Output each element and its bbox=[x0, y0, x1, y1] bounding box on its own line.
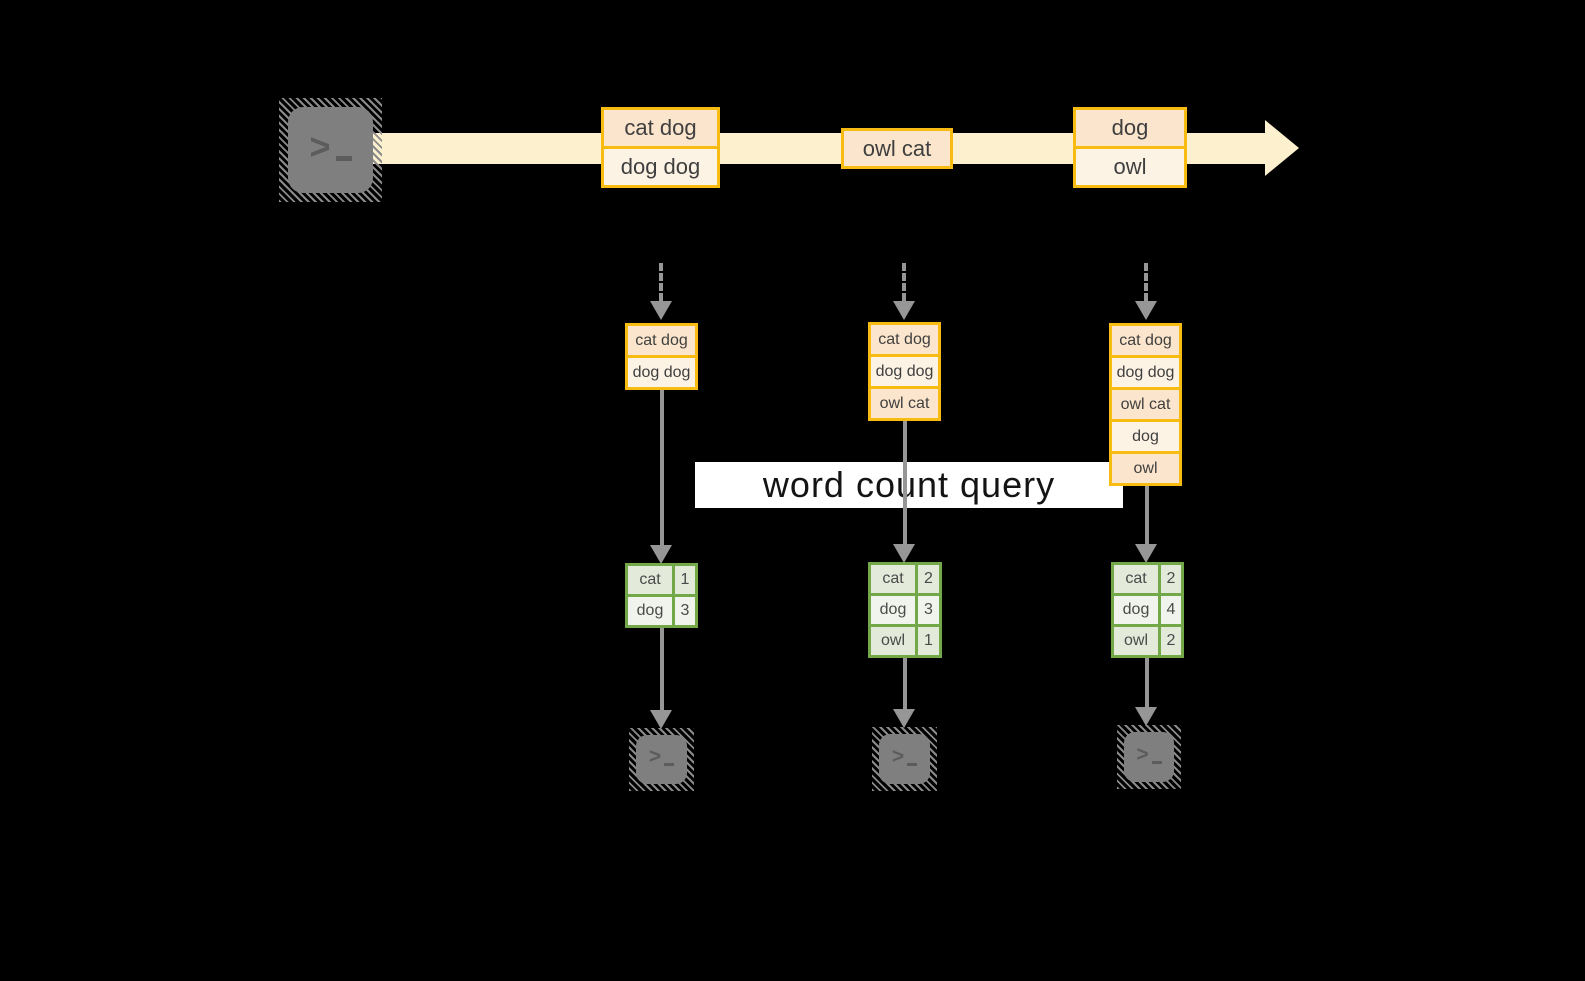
flow-arrow-line bbox=[902, 658, 907, 709]
count-cell: 2 bbox=[1161, 627, 1181, 655]
record-cell: owl bbox=[1076, 149, 1184, 185]
count-table-3: cat 2 dog 4 owl 2 bbox=[1111, 562, 1184, 658]
terminal-prompt-icon: > bbox=[636, 735, 687, 784]
stream-record-box-3: dog owl bbox=[1073, 107, 1187, 188]
sink-terminal-icon-2: > bbox=[872, 727, 937, 791]
word-cell: dog bbox=[1114, 596, 1158, 624]
source-terminal-icon: > bbox=[279, 98, 382, 202]
count-cell: 3 bbox=[675, 597, 695, 625]
dashed-arrow-head-icon bbox=[650, 301, 672, 320]
buffer-cell: cat dog bbox=[871, 325, 938, 354]
buffer-cell: dog dog bbox=[1112, 358, 1179, 387]
word-cell: dog bbox=[871, 596, 915, 624]
count-cell: 1 bbox=[675, 566, 695, 594]
buffer-cell: owl bbox=[1112, 454, 1179, 483]
flow-arrow-head-icon bbox=[650, 710, 672, 729]
record-cell: owl cat bbox=[844, 131, 950, 166]
buffer-cell: dog bbox=[1112, 422, 1179, 451]
prompt-underscore-icon bbox=[335, 155, 352, 161]
buffer-cell: cat dog bbox=[628, 326, 695, 355]
buffer-cell: dog dog bbox=[628, 358, 695, 387]
prompt-underscore-icon bbox=[664, 763, 675, 766]
flow-arrow-head-icon bbox=[1135, 544, 1157, 563]
dashed-arrow-line bbox=[659, 263, 663, 301]
buffer-cell: dog dog bbox=[871, 357, 938, 386]
query-banner-label: word count query bbox=[762, 464, 1056, 505]
count-cell: 4 bbox=[1161, 596, 1181, 624]
stream-record-box-2: owl cat bbox=[841, 128, 953, 169]
prompt-chevron-icon: > bbox=[309, 126, 331, 167]
buffer-stack-2: cat dog dog dog owl cat bbox=[868, 322, 941, 421]
table-row: dog 4 bbox=[1114, 596, 1181, 624]
count-table-1: cat 1 dog 3 bbox=[625, 563, 698, 628]
table-row: cat 1 bbox=[628, 566, 695, 594]
word-cell: dog bbox=[628, 597, 672, 625]
buffer-cell: owl cat bbox=[871, 389, 938, 418]
query-banner: word count query bbox=[695, 462, 1123, 508]
table-row: owl 2 bbox=[1114, 627, 1181, 655]
record-cell: dog bbox=[1076, 110, 1184, 146]
flow-arrow-line bbox=[902, 421, 907, 544]
prompt-underscore-icon bbox=[907, 762, 918, 766]
flow-arrow-head-icon bbox=[650, 545, 672, 564]
dashed-arrow-head-icon bbox=[1135, 301, 1157, 320]
terminal-prompt-icon: > bbox=[288, 107, 373, 193]
flow-arrow-line bbox=[659, 628, 664, 710]
prompt-chevron-icon: > bbox=[1136, 742, 1149, 766]
table-row: dog 3 bbox=[628, 597, 695, 625]
table-row: cat 2 bbox=[1114, 565, 1181, 593]
buffer-stack-3: cat dog dog dog owl cat dog owl bbox=[1109, 323, 1182, 486]
prompt-chevron-icon: > bbox=[648, 745, 662, 768]
word-cell: cat bbox=[1114, 565, 1158, 593]
flow-arrow-line bbox=[1144, 486, 1149, 544]
sink-terminal-icon-1: > bbox=[629, 728, 694, 791]
record-cell: cat dog bbox=[604, 110, 717, 146]
word-cell: owl bbox=[1114, 627, 1158, 655]
table-row: dog 3 bbox=[871, 596, 939, 624]
flow-arrow-line bbox=[659, 390, 664, 545]
dashed-arrow-head-icon bbox=[893, 301, 915, 320]
word-cell: cat bbox=[628, 566, 672, 594]
flow-arrow-head-icon bbox=[893, 709, 915, 728]
count-cell: 2 bbox=[1161, 565, 1181, 593]
flow-arrow-head-icon bbox=[1135, 707, 1157, 726]
stream-record-box-1: cat dog dog dog bbox=[601, 107, 720, 188]
sink-terminal-icon-3: > bbox=[1117, 725, 1181, 789]
word-cell: owl bbox=[871, 627, 915, 655]
dashed-arrow-line bbox=[1144, 263, 1148, 301]
flow-arrow-line bbox=[1144, 658, 1149, 707]
count-cell: 1 bbox=[918, 627, 939, 655]
buffer-cell: cat dog bbox=[1112, 326, 1179, 355]
terminal-prompt-icon: > bbox=[1124, 732, 1174, 782]
buffer-stack-1: cat dog dog dog bbox=[625, 323, 698, 390]
stream-arrow-head-icon bbox=[1265, 120, 1299, 176]
prompt-chevron-icon: > bbox=[891, 744, 905, 768]
buffer-cell: owl cat bbox=[1112, 390, 1179, 419]
count-cell: 2 bbox=[918, 565, 939, 593]
terminal-prompt-icon: > bbox=[879, 734, 930, 784]
word-cell: cat bbox=[871, 565, 915, 593]
flow-arrow-head-icon bbox=[893, 544, 915, 563]
record-cell: dog dog bbox=[604, 149, 717, 185]
prompt-underscore-icon bbox=[1151, 760, 1162, 764]
count-table-2: cat 2 dog 3 owl 1 bbox=[868, 562, 942, 658]
table-row: owl 1 bbox=[871, 627, 939, 655]
table-row: cat 2 bbox=[871, 565, 939, 593]
dashed-arrow-line bbox=[902, 263, 906, 301]
count-cell: 3 bbox=[918, 596, 939, 624]
